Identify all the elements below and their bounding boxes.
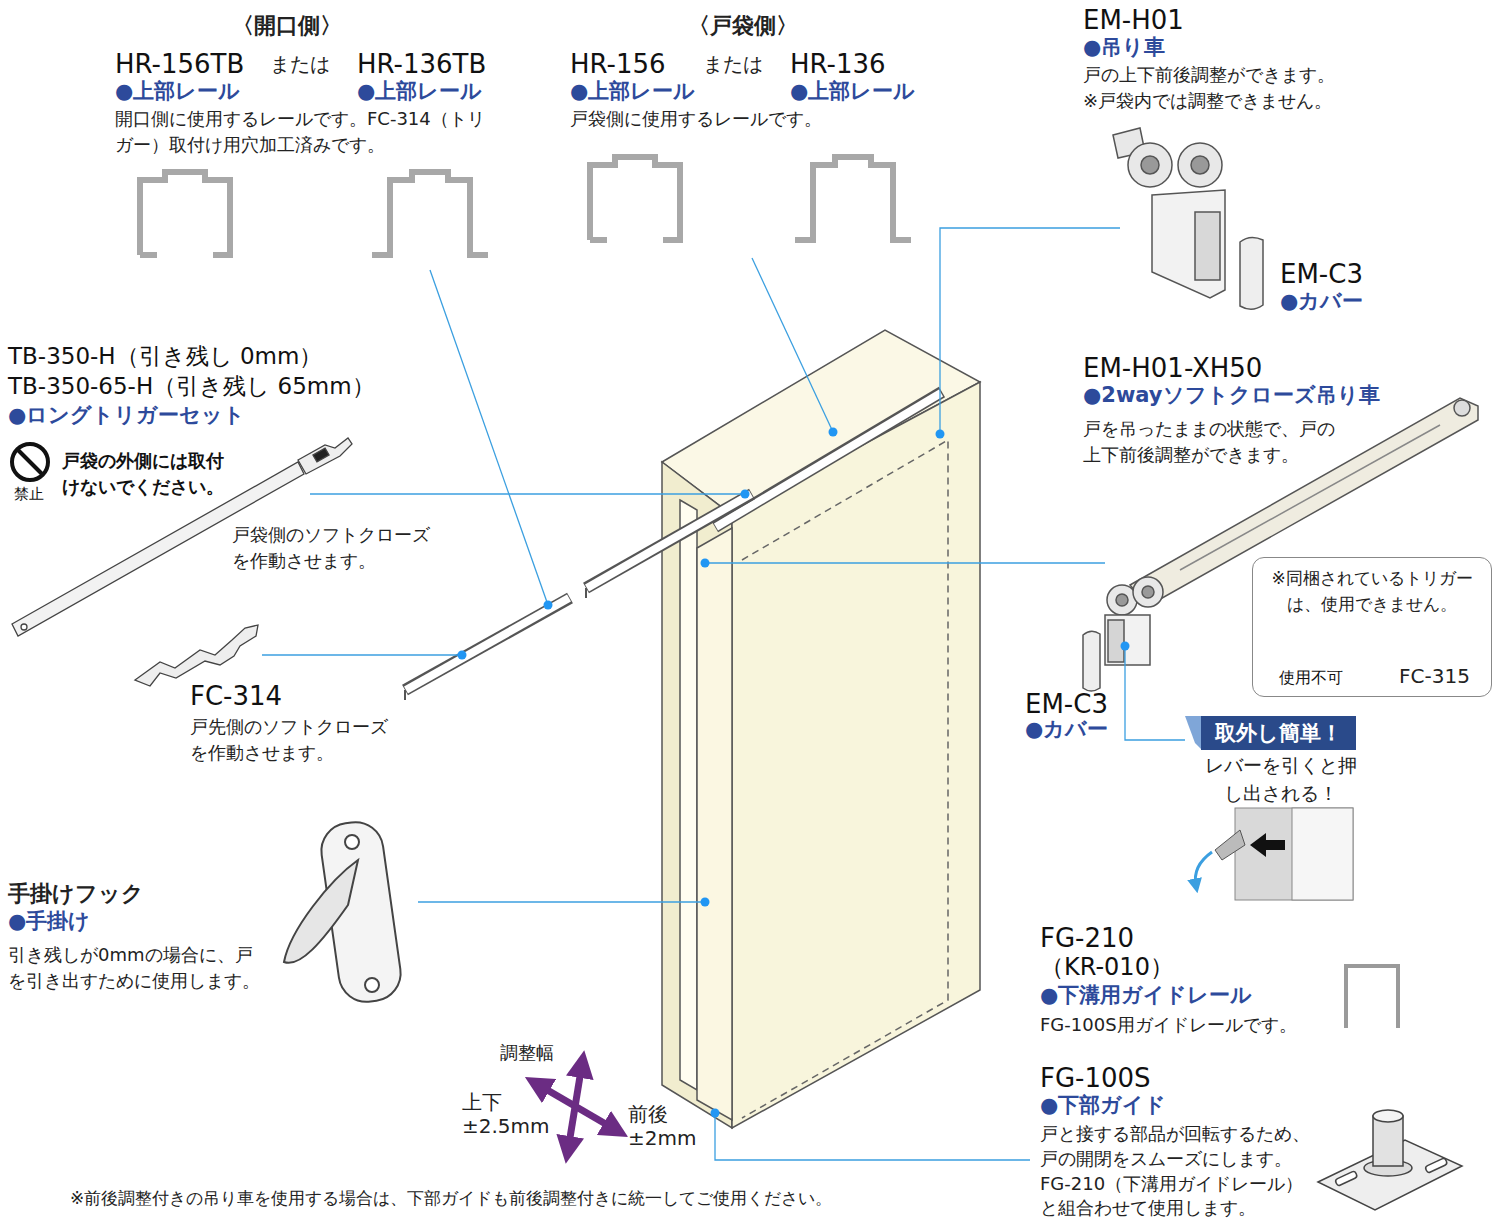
- banner: 取外し簡単！: [1201, 716, 1356, 750]
- description: 戸袋側のソフトクローズを作動させます。: [232, 522, 437, 574]
- hanger-wheel: [1113, 128, 1263, 309]
- part-name: ●上部レール: [357, 76, 482, 106]
- prohibition-icon: [12, 444, 48, 480]
- part-name: ●カバー: [1280, 286, 1363, 316]
- part-code: HR-156: [570, 46, 666, 84]
- part-code: HR-156TB: [115, 46, 244, 84]
- part-code: HR-136: [790, 46, 886, 84]
- adjust-label: 前後: [628, 1100, 668, 1129]
- part-code: FG-100S: [1040, 1060, 1151, 1098]
- part-name: ●上部レール: [570, 76, 695, 106]
- banner-flag: [1185, 716, 1202, 750]
- part-name: ●下溝用ガイドレール: [1040, 980, 1252, 1010]
- icon-caption: 禁止: [14, 484, 44, 506]
- warning-text: 戸袋の外側には取付けないでください。: [62, 448, 240, 500]
- footnote: ※前後調整付きの吊り車を使用する場合は、下部ガイドも前後調整付きに統一してご使用…: [70, 1186, 832, 1211]
- adjust-label: ±2.5mm: [462, 1112, 550, 1141]
- part-name: ●吊り車: [1083, 32, 1165, 62]
- upper-rail: [405, 392, 942, 700]
- hand-hook: [284, 819, 404, 1006]
- section-heading: 手掛けフック: [8, 878, 144, 910]
- part-code: HR-136TB: [357, 46, 486, 84]
- guide-rail-profile: [1346, 966, 1398, 1028]
- part-code: EM-H01-XH50: [1083, 350, 1262, 388]
- description: 戸先側のソフトクローズを作動させます。: [190, 714, 395, 766]
- description: ※戸袋内では調整できません。: [1083, 88, 1332, 114]
- part-code: TB-350-H（引き残し 0mm）: [8, 340, 322, 373]
- trigger-part: [135, 625, 258, 686]
- description: 戸を吊ったままの状態で、戸の上下前後調整ができます。: [1083, 416, 1345, 468]
- description: レバーを引くと押し出される！: [1203, 752, 1358, 807]
- description: 戸の上下前後調整ができます。: [1083, 62, 1335, 88]
- section-heading: 〈開口側〉: [232, 10, 342, 42]
- part-code: EM-H01: [1083, 2, 1184, 40]
- part-code: （KR-010）: [1040, 950, 1174, 985]
- part-name: ●2wayソフトクローズ吊り車: [1083, 380, 1380, 410]
- adjust-label: 上下: [462, 1088, 502, 1117]
- description: 戸袋側に使用するレールです。: [570, 106, 822, 132]
- description: FG-100S用ガイドレールです。: [1040, 1012, 1340, 1038]
- adjust-label: ±2mm: [628, 1124, 696, 1153]
- part-name: ●上部レール: [790, 76, 915, 106]
- door-pocket: [662, 330, 980, 1128]
- part-name: ●上部レール: [115, 76, 240, 106]
- box-caption: 使用不可: [1279, 668, 1343, 689]
- part-name: ●カバー: [1025, 714, 1108, 744]
- connector-word: または: [703, 50, 763, 79]
- part-code: EM-C3: [1280, 256, 1363, 294]
- section-heading: 〈戸袋側〉: [688, 10, 798, 42]
- part-name: ●ロングトリガーセット: [8, 400, 245, 430]
- part-code: TB-350-65-H（引き残し 65mm）: [8, 370, 375, 403]
- part-name: ●下部ガイド: [1040, 1090, 1166, 1120]
- rail-profile: [140, 157, 911, 255]
- part-code: FG-210: [1040, 920, 1134, 958]
- description: 戸と接する部品が回転するため、戸の開閉をスムーズにします。FG-210（下溝用ガ…: [1040, 1122, 1318, 1221]
- callout-dot: [458, 428, 1130, 1118]
- box-caption: FC-315: [1399, 664, 1470, 688]
- floor-guide: [1318, 1110, 1462, 1210]
- part-name: ●手掛け: [8, 906, 90, 936]
- note-box: ※同梱されているトリガーは、使用できません。使用不可 FC-315: [1252, 557, 1492, 697]
- description: 調整幅: [500, 1040, 554, 1066]
- connector-word: または: [270, 50, 330, 79]
- part-code: FC-314: [190, 678, 282, 716]
- box-text: ※同梱されているトリガーは、使用できません。: [1263, 566, 1481, 617]
- description: 開口側に使用するレールです。FC-314（トリガー）取付け用穴加工済みです。: [115, 106, 493, 158]
- box-text: 取外し簡単！: [1215, 719, 1342, 747]
- lever-inset: [1195, 808, 1353, 900]
- description: 引き残しが0mmの場合に、戸を引き出すために使用します。: [8, 942, 260, 994]
